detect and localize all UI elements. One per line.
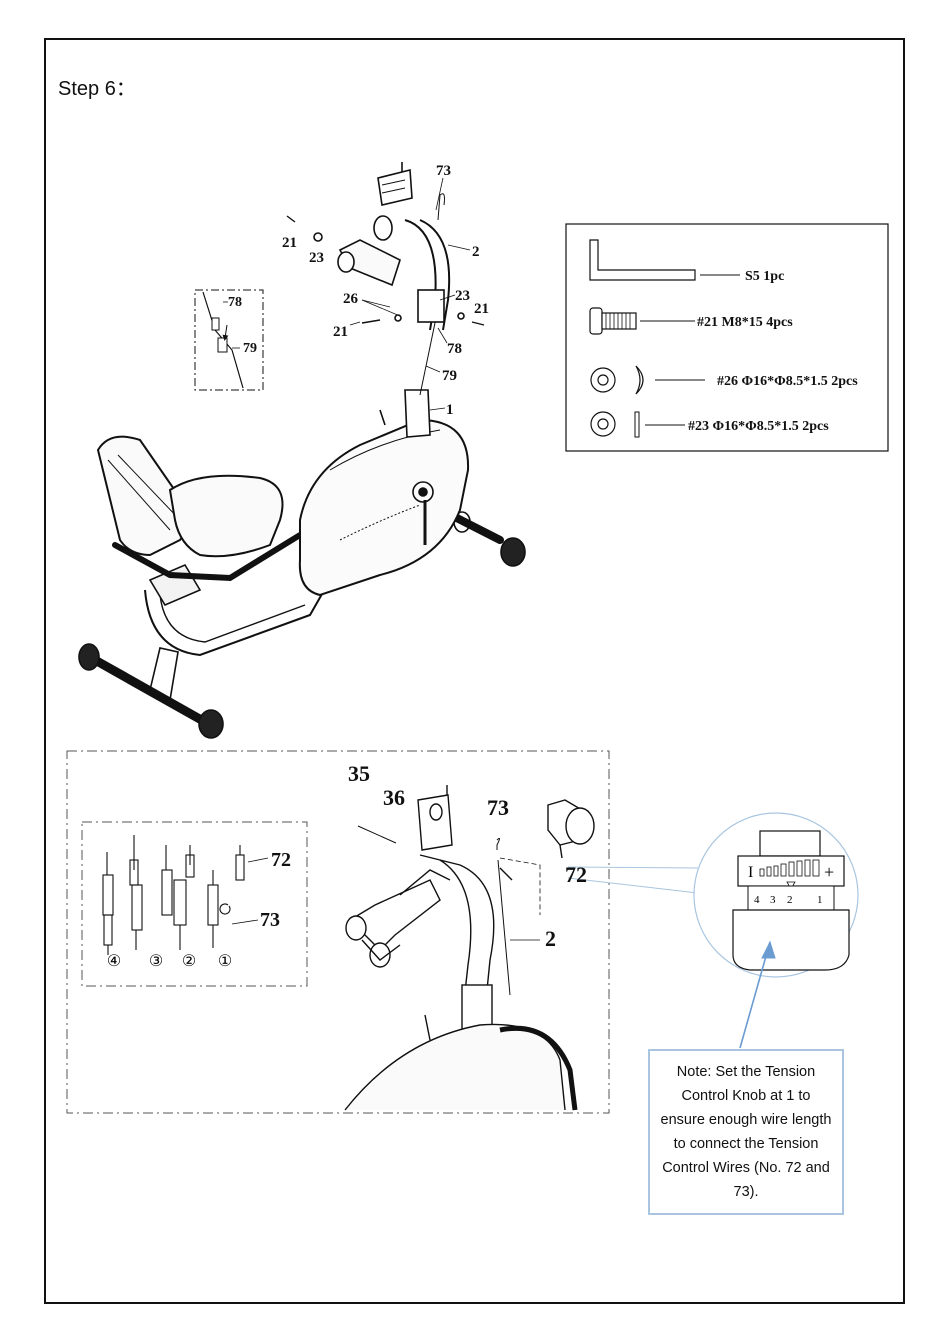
detail-label-73: 73 <box>487 795 509 820</box>
hw-s5-text: S5 1pc <box>745 269 784 284</box>
hw-b21-text: #21 M8*15 4pcs <box>697 315 793 330</box>
wire-sequence-drawings <box>103 835 268 955</box>
label-1: 1 <box>446 402 454 418</box>
hw-w26-text: #26 Φ16*Φ8.5*1.5 2pcs <box>717 374 858 389</box>
knob-minus: I <box>748 864 753 881</box>
seq-2: ② <box>182 953 196 970</box>
label-21-left: 21 <box>333 324 348 340</box>
knob-zoom: I + 4 3 2 1 <box>694 813 858 1048</box>
label-79: 79 <box>442 368 457 384</box>
seq-3: ③ <box>149 953 163 970</box>
inset-label-78: 78 <box>228 295 242 310</box>
detail-label-2: 2 <box>545 926 556 951</box>
hardware-list-box: S5 1pc #21 M8*15 4pcs #26 Φ16*Φ8.5*1.5 2… <box>566 224 888 451</box>
label-26: 26 <box>343 291 359 307</box>
wire-label-73: 73 <box>260 909 280 931</box>
wire-label-72: 72 <box>271 849 291 871</box>
label-2: 2 <box>472 244 480 260</box>
note-text: Note: Set the Tension Control Knob at 1 … <box>660 1060 832 1204</box>
detail-panel: 72 73 ④ ③ ② ① <box>67 751 715 1113</box>
label-23-right: 23 <box>455 288 470 304</box>
seq-1: ① <box>218 953 232 970</box>
knob-plus: + <box>824 862 834 882</box>
note-box: Note: Set the Tension Control Knob at 1 … <box>648 1049 844 1215</box>
seq-4: ④ <box>107 953 121 970</box>
label-73: 73 <box>436 163 451 179</box>
detail-label-36: 36 <box>383 785 405 810</box>
knob-scale-2: 2 <box>787 894 793 906</box>
knob-scale-4: 4 <box>754 894 760 906</box>
label-23-top: 23 <box>309 250 324 266</box>
label-78: 78 <box>447 341 462 357</box>
recumbent-bike-drawing <box>79 162 525 738</box>
knob-scale-1: 1 <box>817 894 823 906</box>
detail-label-72: 72 <box>565 862 587 887</box>
knob-scale-3: 3 <box>770 894 776 906</box>
label-21-top: 21 <box>282 235 297 251</box>
inset-label-79: 79 <box>243 341 257 356</box>
detail-label-35: 35 <box>348 761 370 786</box>
hw-w23-text: #23 Φ16*Φ8.5*1.5 2pcs <box>688 419 829 434</box>
label-21-right: 21 <box>474 301 489 317</box>
upright-detail-drawing <box>345 785 594 1110</box>
wire-connector-inset: 78 79 <box>195 290 263 390</box>
